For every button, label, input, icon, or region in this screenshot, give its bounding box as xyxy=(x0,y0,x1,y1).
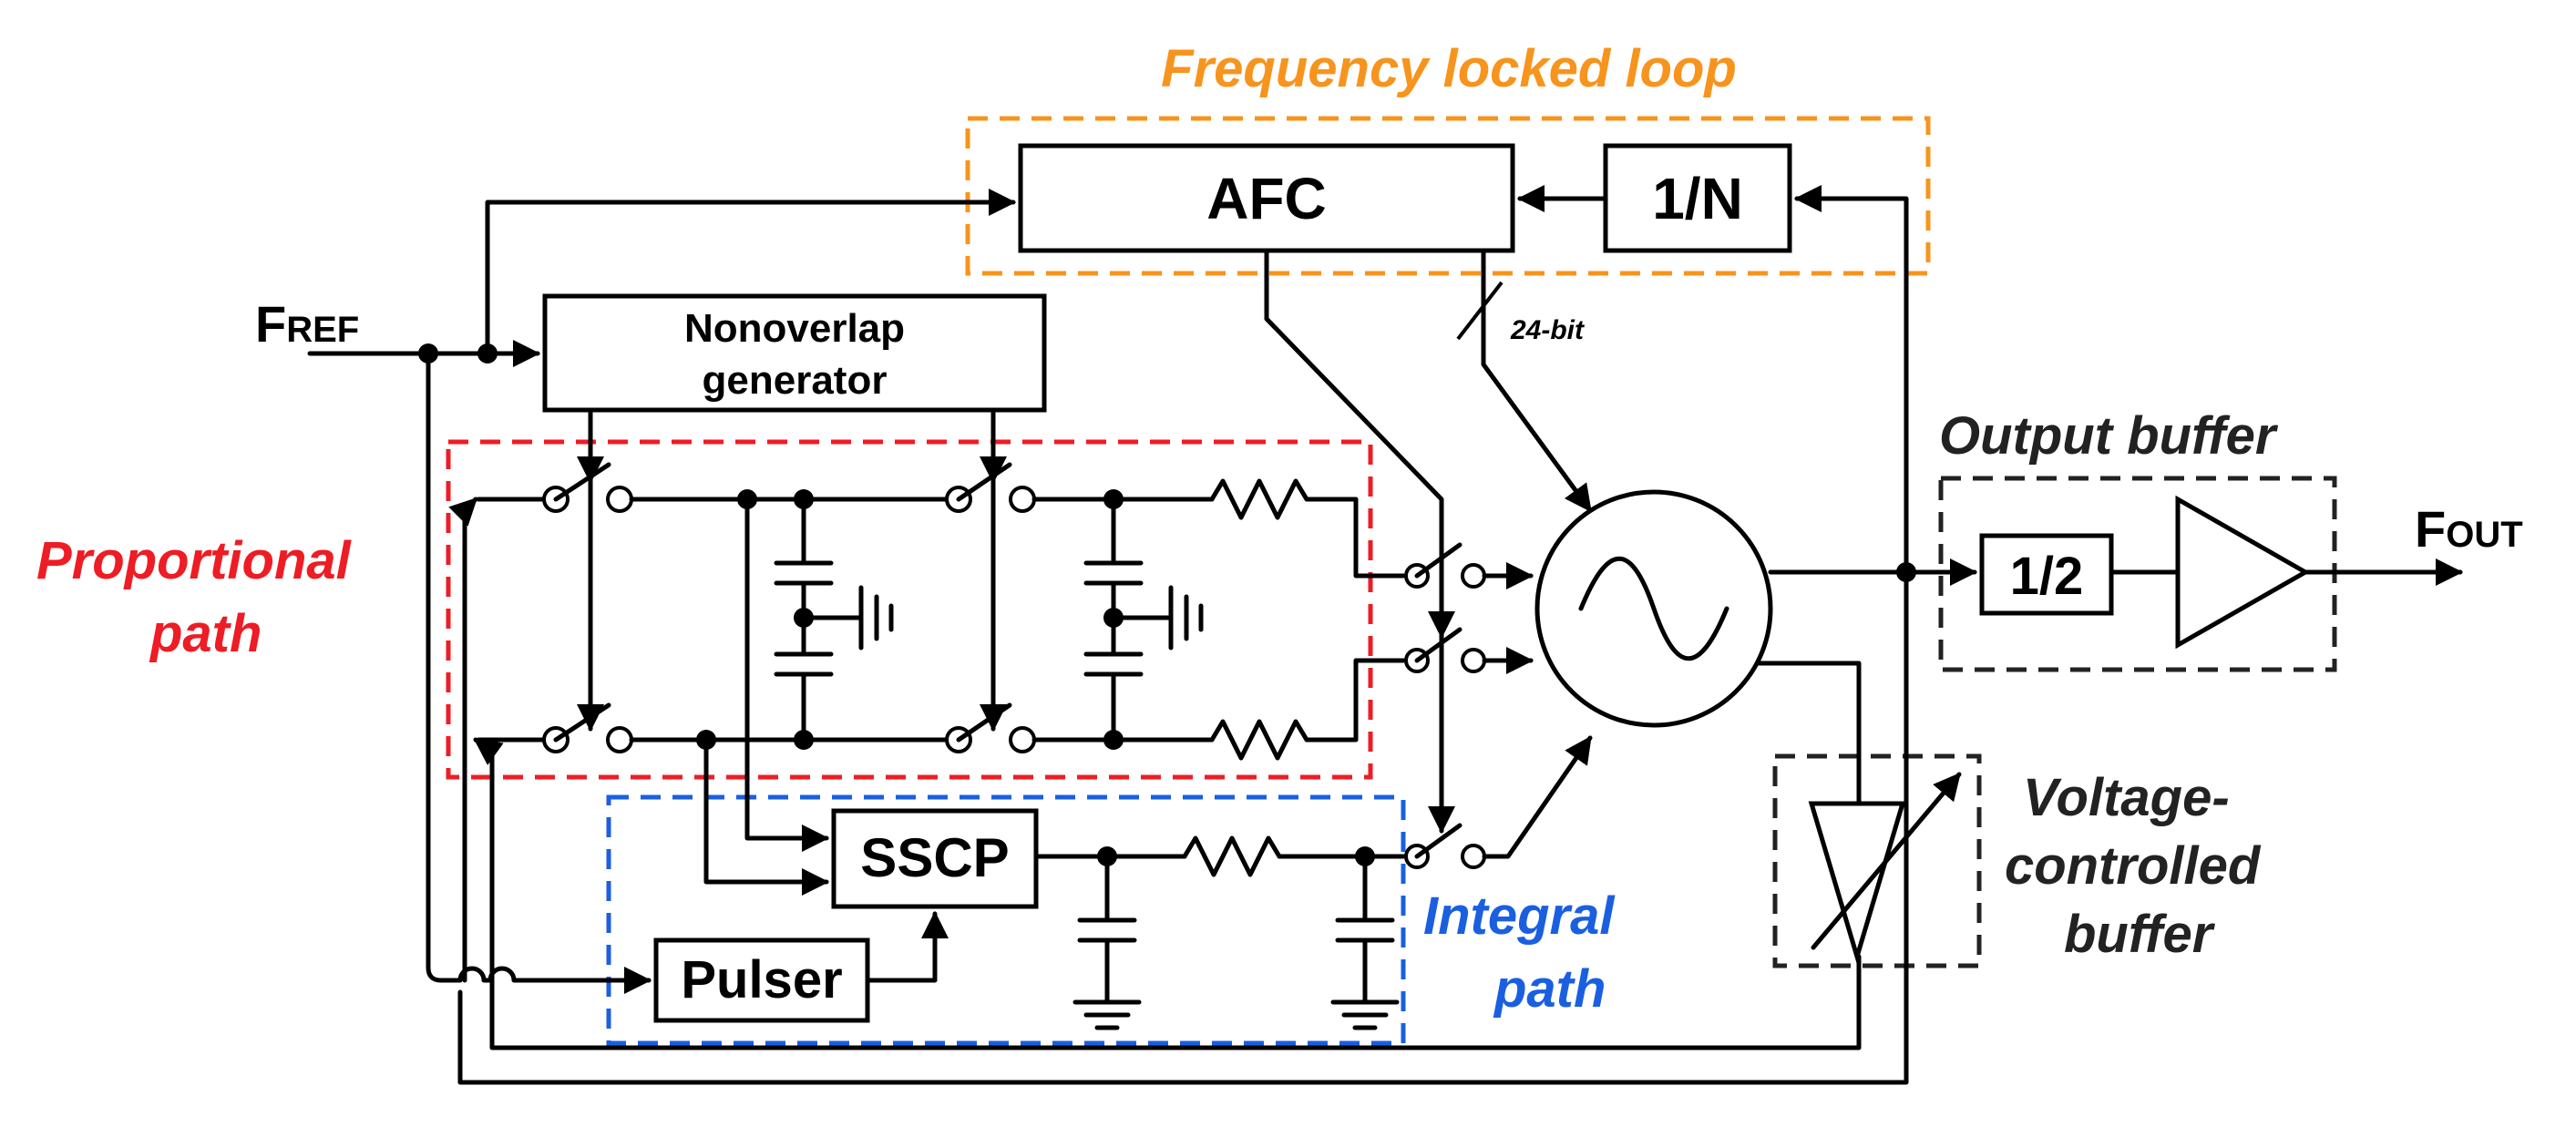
nonoverlap-label-line1: Nonoverlap xyxy=(684,306,905,351)
frequency-locked-loop-region xyxy=(965,116,1931,276)
afc-label: AFC xyxy=(1206,166,1327,231)
proportional-bottom-branch xyxy=(476,658,1406,761)
voltage-controlled-buffer-label-line2: controlled xyxy=(2005,836,2262,896)
ground-icon xyxy=(858,585,894,651)
fref-sub: REF xyxy=(286,310,359,350)
nonoverlap-label-line2: generator xyxy=(703,358,888,403)
divider-n-label: 1/N xyxy=(1652,166,1743,231)
divider-2-label: 1/2 xyxy=(2010,547,2084,606)
capacitor-bank-left xyxy=(774,497,894,743)
ground-icon xyxy=(1168,585,1204,651)
voltage-controlled-buffer-region xyxy=(1772,753,1982,968)
capacitor-bank-right xyxy=(1083,497,1204,743)
vco-oscillator xyxy=(1534,489,1773,728)
integral-path-label-line2: path xyxy=(1493,959,1606,1019)
divider-n-block: 1/N xyxy=(1603,143,1792,253)
voltage-controlled-buffer-label-line1: Voltage- xyxy=(2023,768,2230,827)
integral-path-label-line1: Integral xyxy=(1423,886,1616,946)
integral-path-region xyxy=(606,794,1406,1046)
sscp-label: SSCP xyxy=(860,827,1009,888)
fout-main: F xyxy=(2415,500,2446,558)
frequency-locked-loop-label: Frequency locked loop xyxy=(1161,39,1737,98)
vco-input-switches xyxy=(1404,542,1593,869)
fout-sub: OUT xyxy=(2446,515,2522,555)
integral-cap-right xyxy=(1330,854,1400,1030)
pulser-label: Pulser xyxy=(681,950,842,1009)
divider-2-block: 1/2 xyxy=(1979,533,2114,616)
proportional-top-branch xyxy=(476,462,1406,579)
fref-main: F xyxy=(255,295,286,353)
afc-block: AFC xyxy=(1018,143,1515,253)
output-buffer-triangle-icon xyxy=(2175,495,2311,650)
bus-width-label: 24-bit xyxy=(1510,315,1586,345)
output-buffer-label: Output buffer xyxy=(1939,406,2279,466)
sscp-block: SSCP xyxy=(831,808,1039,909)
voltage-controlled-buffer-label-line3: buffer xyxy=(2064,905,2216,964)
integral-cap-left xyxy=(1072,854,1142,1030)
nonoverlap-generator-block: Nonoverlap generator xyxy=(542,293,1047,413)
proportional-path-region xyxy=(446,439,1373,780)
voltage-controlled-buffer xyxy=(1808,772,1962,965)
pulser-block: Pulser xyxy=(653,937,870,1023)
fref-label: FREF xyxy=(255,295,359,353)
proportional-path-label-line1: Proportional xyxy=(36,531,353,590)
proportional-path-label-line2: path xyxy=(149,604,262,663)
resistor-icon xyxy=(1209,478,1309,520)
fout-label: FOUT xyxy=(2415,500,2523,558)
